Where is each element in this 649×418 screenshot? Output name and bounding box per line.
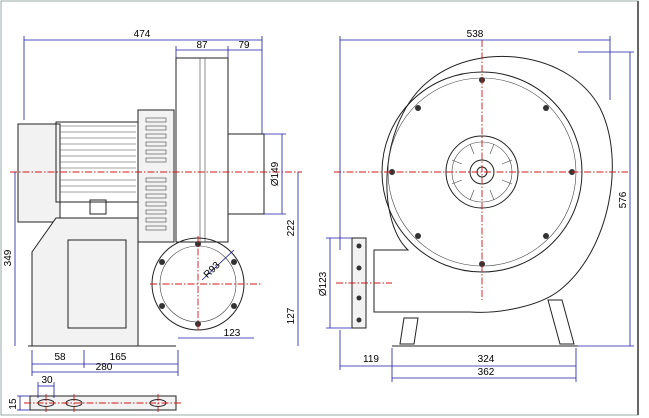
dim-front-height: 576 [618, 191, 629, 208]
dim-base-length: 280 [96, 362, 113, 373]
inlet-tube [227, 133, 265, 215]
flange-bolt [356, 243, 362, 249]
outlet-bolt [159, 259, 165, 265]
dim-outlet-depth: 79 [238, 40, 250, 51]
motor-flange [137, 109, 175, 243]
side-dimensions [14, 36, 299, 376]
terminal-box [89, 199, 107, 215]
base-plate-detail [17, 382, 182, 412]
dim-slot-width: 30 [41, 375, 53, 386]
dim-housing-width: 87 [196, 40, 208, 51]
stand-panel [67, 239, 127, 329]
dim-outlet-offset: 123 [224, 328, 241, 339]
dim-foot-span: 324 [478, 354, 495, 365]
dim-front-outlet-offset: 119 [363, 354, 379, 365]
front-view [334, 40, 628, 347]
dim-base-width: 362 [478, 367, 495, 378]
motor-end-cap [17, 123, 61, 223]
motor-stand [31, 217, 139, 347]
dim-base-span: 165 [110, 352, 127, 363]
flange-vent-slots [145, 117, 167, 231]
side-view [10, 57, 302, 347]
fan-housing-side [175, 57, 229, 243]
motor-fins [60, 125, 136, 193]
dim-base-offset: 58 [54, 352, 66, 363]
dim-front-width: 538 [467, 29, 484, 40]
dim-plate-thickness: 15 [8, 398, 19, 410]
dim-outlet-flange-diameter: Ø123 [318, 271, 329, 296]
radius-leader [201, 249, 235, 281]
dim-inlet-diameter: Ø149 [270, 161, 281, 186]
dim-center-to-outlet: 222 [286, 219, 297, 236]
front-dimensions [326, 36, 634, 382]
front-foot-right [547, 299, 575, 345]
impeller-blades [451, 143, 513, 201]
dim-overall-length: 474 [134, 29, 151, 40]
dim-total-height: 349 [3, 249, 14, 266]
dim-outlet-center-height: 127 [286, 307, 297, 324]
front-foot-left [399, 317, 419, 345]
scroll-housing [373, 55, 613, 313]
